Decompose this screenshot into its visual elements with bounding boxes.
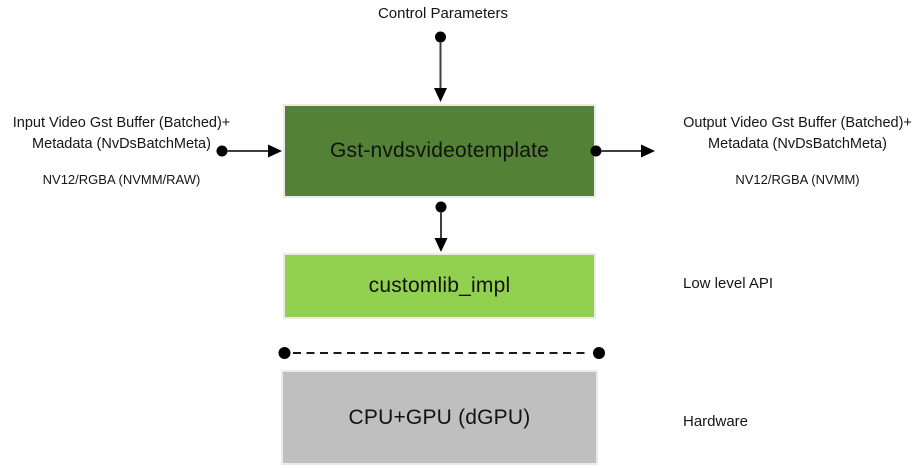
input-format-label: NV12/RGBA (NVMM/RAW) bbox=[42, 172, 201, 187]
customlib-impl-box: customlib_impl bbox=[283, 253, 596, 319]
output-buffer-label: Output Video Gst Buffer (Batched)+ Metad… bbox=[676, 113, 919, 155]
gst-nvdsvideotemplate-box: Gst-nvdsvideotemplate bbox=[283, 104, 596, 198]
control-parameters-label: Control Parameters bbox=[377, 5, 509, 22]
hardware-box-label: CPU+GPU (dGPU) bbox=[348, 405, 531, 429]
api-hardware-separator bbox=[278, 347, 605, 359]
gst-nvdsvideotemplate-box-label: Gst-nvdsvideotemplate bbox=[330, 139, 549, 162]
input-buffer-label-line2: Metadata (NvDsBatchMeta) bbox=[32, 136, 211, 152]
gst-to-customlib-arrow bbox=[434, 201, 448, 252]
output-right-arrow bbox=[590, 144, 655, 158]
input-buffer-label-line1: Input Video Gst Buffer (Batched)+ bbox=[12, 115, 231, 131]
output-format-label: NV12/RGBA (NVMM) bbox=[735, 172, 860, 187]
low-level-api-label: Low level API bbox=[683, 275, 774, 292]
control-down-arrow bbox=[434, 31, 447, 102]
output-buffer-label-line1: Output Video Gst Buffer (Batched)+ bbox=[683, 115, 912, 131]
hardware-label: Hardware bbox=[683, 413, 749, 430]
customlib-impl-box-label: customlib_impl bbox=[368, 274, 511, 297]
hardware-box: CPU+GPU (dGPU) bbox=[281, 370, 598, 465]
input-buffer-label: Input Video Gst Buffer (Batched)+ Metada… bbox=[0, 113, 243, 155]
output-buffer-label-line2: Metadata (NvDsBatchMeta) bbox=[708, 136, 887, 152]
